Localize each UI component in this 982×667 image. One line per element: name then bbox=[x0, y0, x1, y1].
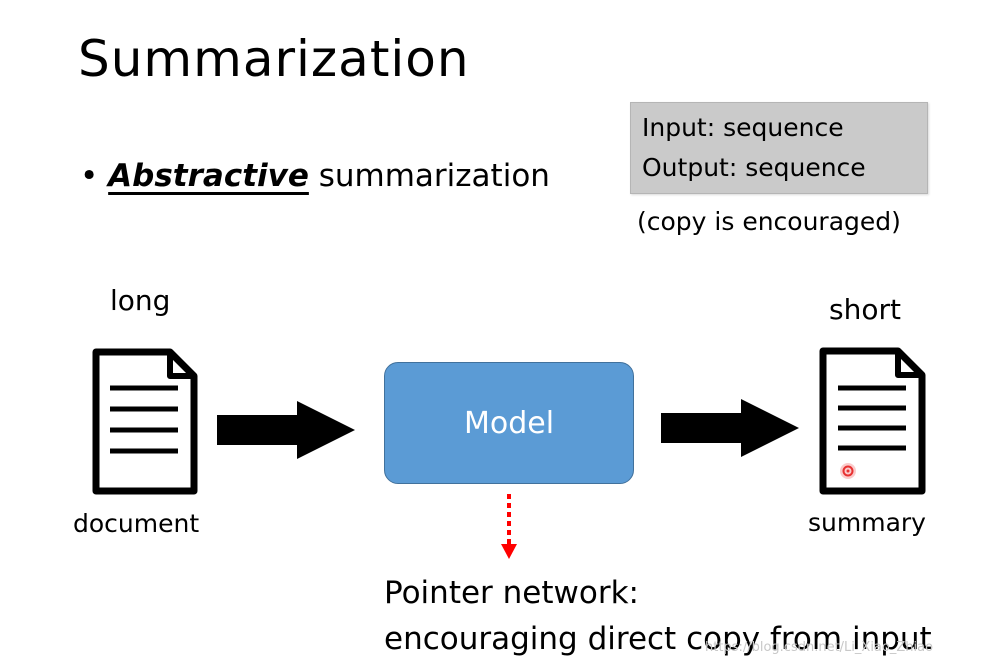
bullet-item: • Abstractive summarization bbox=[80, 158, 550, 194]
model-box: Model bbox=[384, 362, 634, 484]
io-output-line: Output: sequence bbox=[642, 153, 866, 182]
io-input-line: Input: sequence bbox=[642, 113, 844, 142]
document-icon bbox=[92, 348, 198, 495]
copy-note: (copy is encouraged) bbox=[637, 207, 901, 236]
pointer-line-1: Pointer network: bbox=[384, 575, 639, 611]
right-right-arrow-icon bbox=[661, 399, 799, 457]
bullet-text: summarization bbox=[318, 158, 550, 194]
short-label: short bbox=[829, 293, 901, 326]
watermark: https://blog.csdn.net/Li_Xiao_Zhiao bbox=[705, 640, 934, 655]
model-label: Model bbox=[463, 405, 555, 441]
document-label: document bbox=[73, 509, 200, 538]
io-box: Input: sequence Output: sequence bbox=[630, 102, 928, 194]
bullet-marker: • bbox=[80, 158, 99, 194]
pointer-line-2: encouraging direct copy from input bbox=[384, 621, 932, 657]
bullet-emphasis: Abstractive bbox=[108, 158, 309, 194]
long-label: long bbox=[110, 284, 171, 317]
dotted-down-arrow-icon bbox=[501, 494, 517, 559]
summary-label: summary bbox=[808, 508, 926, 537]
slide-title: Summarization bbox=[78, 30, 470, 88]
left-right-arrow-icon bbox=[217, 401, 355, 459]
pointer-network-text: Pointer network: encouraging direct copy… bbox=[384, 570, 932, 662]
summary-document-icon bbox=[819, 347, 926, 495]
laser-pointer-dot bbox=[840, 463, 856, 479]
